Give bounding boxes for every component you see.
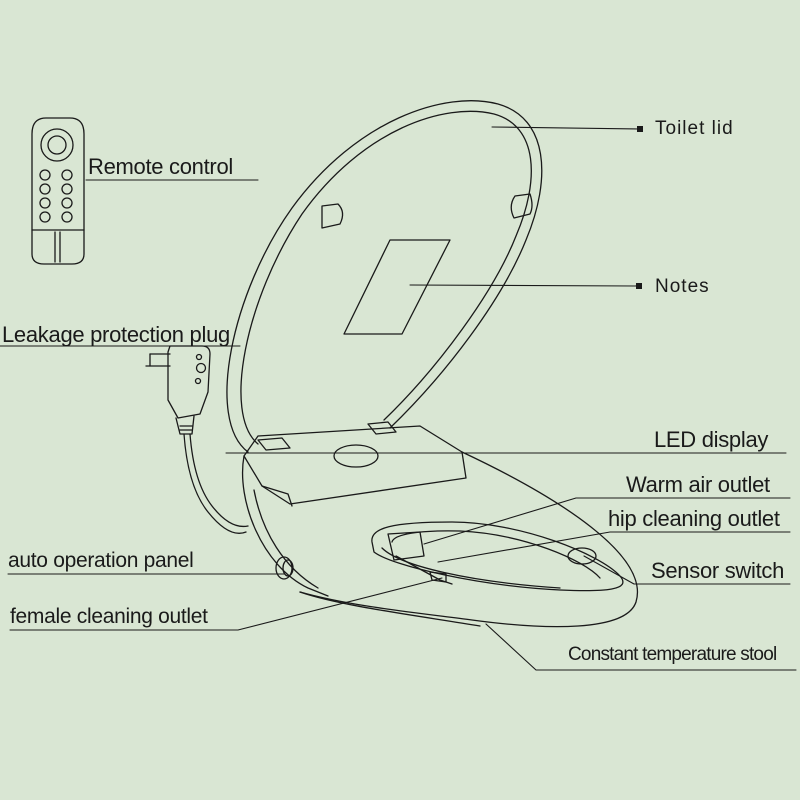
label-constant-temperature-stool: Constant temperature stool xyxy=(568,644,777,665)
label-remote-control: Remote control xyxy=(88,154,233,179)
label-led-display: LED display xyxy=(654,427,769,452)
label-notes: Notes xyxy=(655,276,710,297)
toilet-lid-illustration xyxy=(226,100,543,453)
label-sensor-switch: Sensor switch xyxy=(651,558,785,583)
leader-lines xyxy=(0,126,797,671)
label-toilet-lid: Toilet lid xyxy=(655,118,734,139)
label-warm-air-outlet: Warm air outlet xyxy=(626,472,770,497)
label-hip-cleaning-outlet: hip cleaning outlet xyxy=(608,506,780,531)
leakage-protection-plug-illustration xyxy=(145,345,249,535)
seat-base-illustration xyxy=(242,421,639,628)
label-auto-operation-panel: auto operation panel xyxy=(8,549,194,572)
notes-panel-illustration xyxy=(343,239,451,335)
label-leakage-protection-plug: Leakage protection plug xyxy=(2,322,230,347)
remote-control-illustration xyxy=(31,117,85,265)
label-female-cleaning-outlet: female cleaning outlet xyxy=(10,605,208,628)
